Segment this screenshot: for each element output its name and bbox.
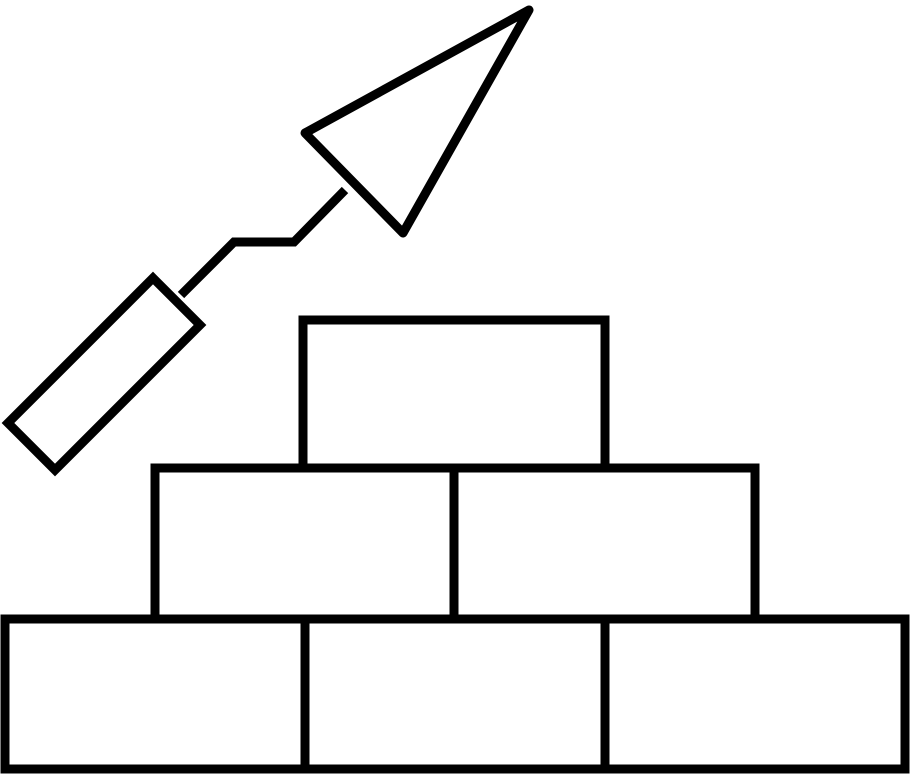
brick-bottom-left [0, 614, 310, 774]
brick-bottom-right [600, 614, 910, 774]
brick-wall-icon [0, 315, 910, 774]
brick-middle-right [449, 463, 760, 624]
trowel-blade [300, 5, 534, 238]
brick-middle-left [150, 463, 459, 624]
brick-bottom-center [300, 614, 610, 774]
brick-top-center [298, 315, 610, 473]
trowel-neck [177, 186, 349, 299]
trowel-icon [1, 5, 534, 477]
trowel-handle [1, 271, 207, 477]
